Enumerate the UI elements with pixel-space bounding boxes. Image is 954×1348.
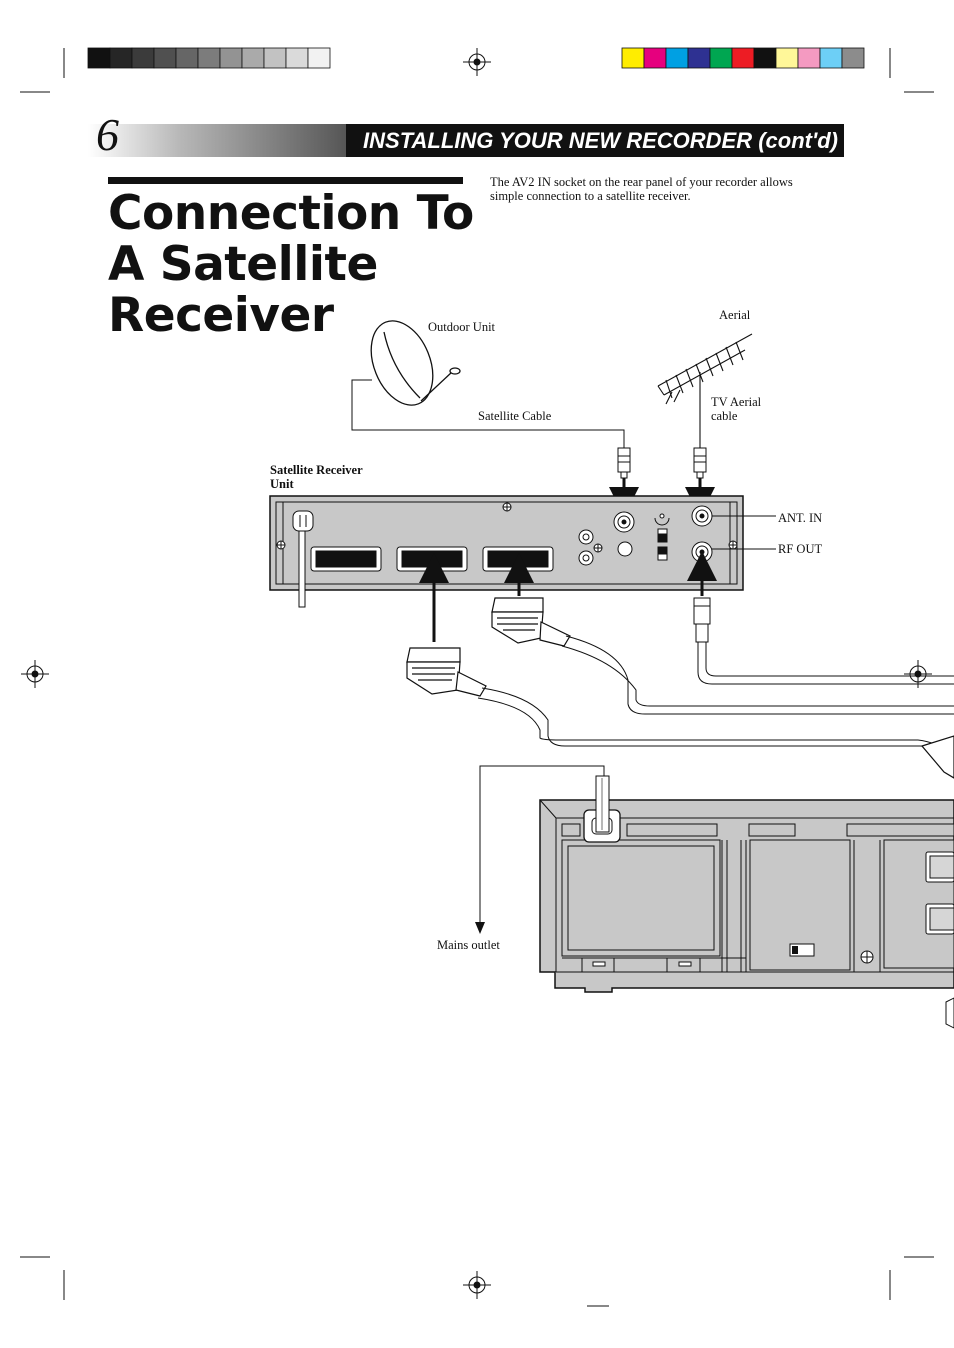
label-satellite-cable: Satellite Cable <box>478 409 552 423</box>
scart-plug-right-edge <box>920 735 954 779</box>
label-mains-outlet: Mains outlet <box>437 938 500 952</box>
page-number: 6 <box>96 109 119 160</box>
grayscale-swatch <box>219 47 243 69</box>
color-swatch <box>819 47 843 69</box>
grayscale-swatch <box>197 47 221 69</box>
satellite-receiver-unit <box>269 495 776 608</box>
intro-paragraph: The AV2 IN socket on the rear panel of y… <box>490 175 840 203</box>
header-gradient-band <box>88 124 348 157</box>
label-tv-aerial-cable-2: cable <box>711 409 738 423</box>
intro-line-1: The AV2 IN socket on the rear panel of y… <box>490 175 793 189</box>
label-aerial: Aerial <box>719 308 751 322</box>
label-rf-out: RF OUT <box>778 542 823 556</box>
color-swatch <box>643 47 667 69</box>
grayscale-calibration-bar <box>87 47 331 69</box>
grayscale-swatch <box>87 47 111 69</box>
video-recorder-rear <box>539 775 954 1029</box>
tv-aerial-icon <box>657 333 753 455</box>
grayscale-swatch <box>153 47 177 69</box>
page-title-line-2: A Satellite <box>108 237 378 292</box>
registration-mark-bottom <box>463 1271 491 1299</box>
grayscale-swatch <box>285 47 309 69</box>
satellite-dish-icon <box>370 320 461 406</box>
label-satellite-receiver-2: Unit <box>270 477 294 491</box>
grayscale-swatch <box>307 47 331 69</box>
mains-arrow-icon <box>475 922 485 934</box>
color-calibration-bar <box>621 47 865 69</box>
rf-cable <box>697 642 954 685</box>
registration-mark-top <box>463 48 491 76</box>
color-swatch <box>775 47 799 69</box>
intro-line-2: simple connection to a satellite receive… <box>490 189 691 203</box>
page-title-line-3: Receiver <box>108 288 334 343</box>
color-swatch <box>753 47 777 69</box>
page-title-line-1: Connection To <box>108 186 474 241</box>
grayscale-swatch <box>241 47 265 69</box>
color-swatch <box>665 47 689 69</box>
label-outdoor-unit: Outdoor Unit <box>428 320 496 334</box>
color-swatch <box>797 47 821 69</box>
color-swatch <box>709 47 733 69</box>
satellite-cable-plug <box>617 447 631 479</box>
label-ant-in: ANT. IN <box>778 511 823 525</box>
aerial-cable-plug <box>693 447 707 479</box>
scart-plug-2 <box>491 597 571 647</box>
rf-out-plug <box>693 597 711 643</box>
color-swatch <box>621 47 645 69</box>
grayscale-swatch <box>131 47 155 69</box>
section-title: INSTALLING YOUR NEW RECORDER (cont'd) <box>346 124 844 157</box>
title-rule <box>108 177 463 184</box>
page-title: Connection To A Satellite Receiver <box>108 188 478 341</box>
label-tv-aerial-cable-1: TV Aerial <box>711 395 762 409</box>
color-swatch <box>731 47 755 69</box>
grayscale-swatch <box>175 47 199 69</box>
crop-marks <box>20 48 934 1307</box>
scart-plug-1 <box>406 647 487 697</box>
color-swatch <box>841 47 865 69</box>
label-satellite-receiver-1: Satellite Receiver <box>270 463 363 477</box>
color-swatch <box>687 47 711 69</box>
grayscale-swatch <box>263 47 287 69</box>
grayscale-swatch <box>109 47 133 69</box>
registration-mark-left <box>21 660 49 688</box>
scart-cables <box>477 635 954 761</box>
mains-cable <box>479 765 605 926</box>
satellite-cable <box>351 379 625 452</box>
